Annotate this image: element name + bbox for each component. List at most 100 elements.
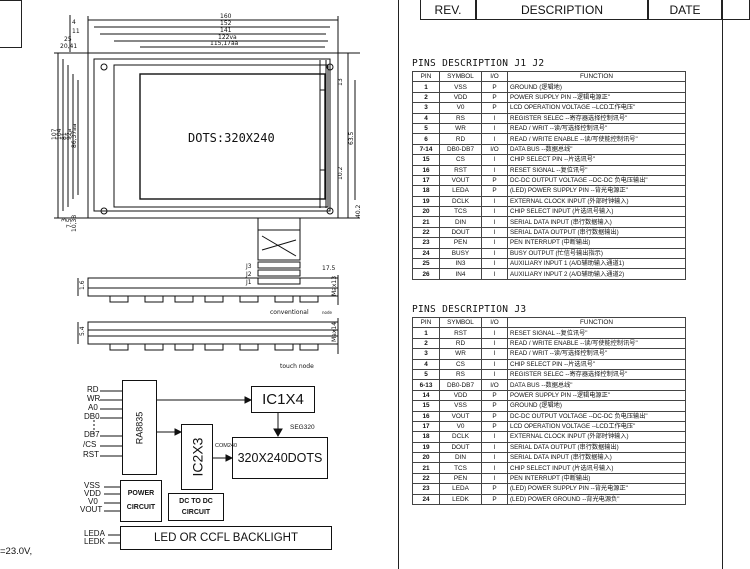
- pin-io: I: [481, 348, 508, 360]
- dim-left-top-3: 25: [64, 36, 72, 43]
- pin-symbol: LEDA: [439, 185, 482, 197]
- label-j1: J1: [245, 279, 252, 286]
- led-input-leda: LEDA: [84, 529, 105, 538]
- active-area: [139, 73, 326, 200]
- module-outline: [87, 52, 339, 219]
- mount-hole-tl: [100, 63, 108, 71]
- pin-io: I: [481, 258, 508, 270]
- pin-io: I: [481, 358, 508, 370]
- dim-left-bot-1: 3: [61, 218, 68, 222]
- pin-function: DATA BUS --数据总线": [507, 143, 686, 156]
- mount-hole-tr: [326, 63, 334, 71]
- backlight-block: LED OR CCFL BACKLIGHT: [120, 526, 332, 550]
- input-cs: /CS: [83, 440, 97, 449]
- pin-number: 19: [412, 441, 440, 454]
- connector-j1: [257, 277, 301, 285]
- pin-io: P: [481, 493, 508, 506]
- pin-function: (LED) POWER SUPPLY PIN --背光电源正": [507, 185, 686, 197]
- pin-function: PEN INTERRUPT (中断输出): [507, 237, 686, 249]
- pin-io: I: [481, 122, 508, 135]
- pin-function: PEN INTERRUPT (中断输出): [507, 472, 686, 485]
- pin-number: 15: [412, 400, 440, 412]
- col-pin: PIN: [412, 70, 440, 83]
- pin-function: EXTERNAL CLOCK INPUT (外部时钟输入): [507, 431, 686, 443]
- dim-max14: Max14: [331, 322, 338, 342]
- dim-left-top-4: 20,41: [60, 43, 77, 50]
- pin-function: DATA BUS --数据总线": [507, 379, 686, 391]
- pin-function: (LED) POWER GROUND --背光电源负": [507, 493, 686, 506]
- left-title-box: [0, 0, 22, 48]
- dim-right-2: 13: [337, 78, 344, 86]
- col-symbol: SYMBOL: [439, 70, 482, 83]
- j3-header-row: PIN SYMBOL I/O FUNCTION: [412, 316, 686, 329]
- conventional-label: conventional: [270, 309, 309, 316]
- j3-title: PINS DESCRIPTION J3: [412, 304, 527, 315]
- pin-io: I/O: [481, 143, 508, 156]
- pin-symbol: RST: [439, 327, 482, 339]
- pin-function: READ / WRITE ENABLE --读/写使能控制讯号": [507, 337, 686, 350]
- power-circuit-block: POWER CIRCUIT: [120, 480, 162, 522]
- pin-number: 16: [412, 410, 440, 422]
- pin-symbol: DCLK: [439, 195, 482, 208]
- input-a0: A0: [88, 403, 98, 412]
- pin-symbol: RST: [439, 164, 482, 176]
- pin-function: REGISTER SELEC --寄存器选择控制讯号": [507, 112, 686, 124]
- pin-symbol: DIN: [439, 216, 482, 228]
- lcd-block: 320X240DOTS: [232, 437, 328, 479]
- pin-function: CHIP SELECT PIN --片选讯号": [507, 154, 686, 166]
- pin-symbol: IN4: [439, 268, 482, 280]
- pin-io: I: [481, 327, 508, 339]
- power-input-v0: V0: [88, 497, 98, 506]
- pin-io: P: [481, 102, 508, 114]
- pin-symbol: BUSY: [439, 247, 482, 260]
- dim-left-2: 104: [56, 128, 63, 140]
- pin-symbol: VOUT: [439, 174, 482, 187]
- side-view-touch: [87, 321, 339, 345]
- pin-symbol: LEDK: [439, 493, 482, 506]
- pin-number: 23: [412, 237, 440, 249]
- pin-io: P: [481, 389, 508, 402]
- pin-symbol: V0: [439, 102, 482, 114]
- pin-function: READ / WRIT --读/写选择控制讯号": [507, 122, 686, 135]
- power-input-vdd: VDD: [84, 489, 101, 498]
- pin-symbol: TCS: [439, 462, 482, 474]
- lcd-label: 320X240DOTS: [237, 451, 323, 465]
- pin-function: AUXILIARY INPUT 1 (A/D辅助输入通道1): [507, 258, 686, 270]
- dim-left-5: 92a: [66, 128, 73, 140]
- input-db7: DB7: [84, 430, 100, 439]
- pin-io: I: [481, 472, 508, 485]
- pin-function: READ / WRITE ENABLE --读/写使能控制讯号": [507, 133, 686, 145]
- pin-function: CHIP SELECT PIN --片选讯号": [507, 358, 686, 370]
- led-input-ledk: LEDK: [84, 537, 105, 546]
- power-circuit-label: POWER CIRCUIT: [126, 490, 156, 511]
- pin-number: 17: [412, 420, 440, 433]
- dcdc-block: DC TO DC CIRCUIT: [168, 493, 224, 521]
- header-divider-left: [398, 0, 399, 569]
- col-function: FUNCTION: [507, 70, 686, 83]
- pin-symbol: VDD: [439, 91, 482, 104]
- j1j2-title: PINS DESCRIPTION J1 J2: [412, 58, 545, 69]
- pin-number: 24: [412, 247, 440, 260]
- pin-symbol: CS: [439, 154, 482, 166]
- pin-symbol: DCLK: [439, 431, 482, 443]
- pin-number: 4: [412, 112, 440, 124]
- seg320-label: SEG320: [290, 424, 315, 431]
- com240-label: COM240: [215, 443, 238, 449]
- pin-number: 25: [412, 258, 440, 270]
- dim-right-4: 40.2: [355, 204, 362, 218]
- dim-5-4: 5.4: [79, 326, 86, 336]
- pin-function: GROUND (逻辑地): [507, 400, 686, 412]
- pin-function: RESET SIGNAL --复位讯号": [507, 164, 686, 176]
- pin-number: 16: [412, 164, 440, 176]
- dim-left-4: 86,37aa: [71, 123, 78, 148]
